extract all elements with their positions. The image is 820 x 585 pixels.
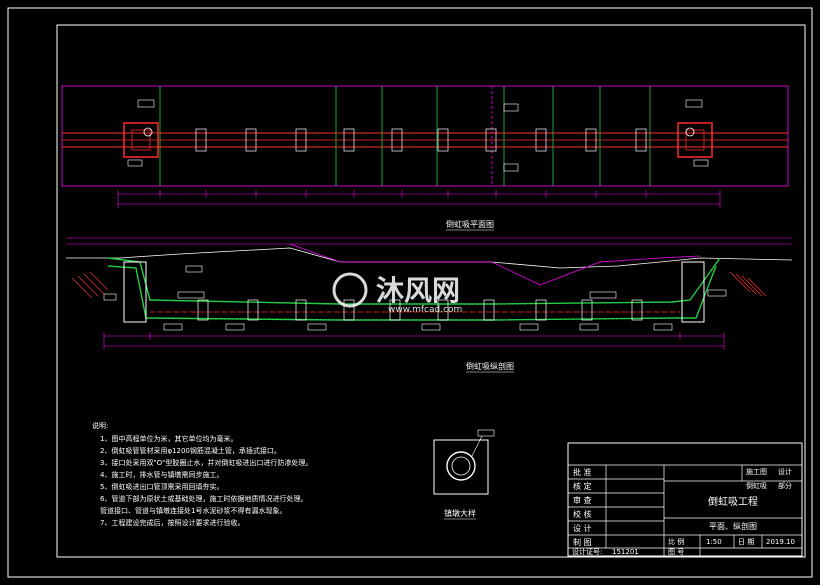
title-block-date: 2019.10 <box>766 538 795 546</box>
profile-bottom-dimensions <box>103 332 725 350</box>
title-block-part-value: 部分 <box>778 481 792 490</box>
plan-outlet-chamber-inner <box>685 129 705 151</box>
title-block-label-approve: 批 准 <box>573 467 592 477</box>
title-block-label-review: 审 查 <box>573 495 592 505</box>
plan-inlet-manhole <box>143 127 153 137</box>
title-block-date-label: 日 期 <box>738 538 754 546</box>
notes-item: 管道接口、管道与镇墩连接处1号水泥砂浆不得有漏水现象。 <box>100 506 286 515</box>
title-block-label-verify: 核 定 <box>573 481 592 491</box>
title-block-scale-label: 比 例 <box>668 537 684 546</box>
title-block-project-name: 倒虹吸工程 <box>708 496 758 508</box>
notes-block: 说明: 1、图中高程单位为米，其它单位均为毫米。 2、倒虹吸管管材采用φ1200… <box>92 421 312 527</box>
title-block-frame <box>567 442 803 557</box>
profile-slope-hatching <box>71 271 767 299</box>
detail-block-outline <box>433 439 489 495</box>
sheet-outer-border <box>7 7 813 578</box>
plan-view: 倒虹吸平面图 <box>61 85 789 231</box>
title-block-sheet-label: 图 号 <box>668 548 684 556</box>
profile-anchor-blocks <box>197 299 643 321</box>
sheet-inner-border <box>56 24 806 558</box>
plan-anchor-blocks <box>195 128 647 152</box>
profile-road-line <box>289 243 701 286</box>
notes-item: 2、倒虹吸管管材采用φ1200钢筋混凝土管，承插式接口。 <box>100 446 281 455</box>
profile-top-dimensions <box>66 237 792 245</box>
notes-item: 1、图中高程单位为米，其它单位均为毫米。 <box>100 434 237 443</box>
title-block-label-design: 设 计 <box>573 523 592 533</box>
title-block-design-no-label: 设计证号: <box>572 547 602 556</box>
profile-pipe-top <box>107 257 721 305</box>
anchor-detail: 镇墩大样 <box>433 429 495 520</box>
plan-outlet-manhole <box>685 127 695 137</box>
detail-pipe-inner <box>451 456 471 476</box>
plan-section-dividers <box>159 86 651 186</box>
title-block: 批 准 核 定 审 查 校 核 设 计 制 图 设计证号: 151201 施工图… <box>567 442 803 557</box>
plan-inlet-chamber <box>123 122 159 158</box>
notes-item: 7、工程建设完成后，按照设计要求进行验收。 <box>100 518 244 527</box>
title-block-drawing-name: 平面、纵剖图 <box>709 521 757 531</box>
plan-inlet-chamber-inner <box>131 129 151 151</box>
notes-item: 5、倒虹吸进出口管顶需采用回填夯实。 <box>100 482 223 491</box>
profile-label-boxes <box>103 265 727 331</box>
title-block-design-no: 151201 <box>612 548 639 556</box>
profile-pipe-bottom <box>107 265 717 321</box>
watermark-main: 沐风网 <box>376 274 460 307</box>
title-block-stage-label: 施工图 <box>746 467 767 476</box>
detail-leader <box>471 435 483 457</box>
title-block-label-check: 校 核 <box>573 509 592 519</box>
notes-heading: 说明: <box>92 421 108 430</box>
title-block-stage-value: 设计 <box>778 467 792 476</box>
title-block-scale: 1:50 <box>706 538 722 546</box>
watermark-logo-icon <box>332 272 368 308</box>
watermark: 沐风网 www.mfcad.com <box>332 272 462 315</box>
profile-outlet-well <box>681 261 705 323</box>
notes-item: 3、接口处采用双"O"型胶圈止水，并对倒虹吸进出口进行防渗处理。 <box>100 458 312 467</box>
title-block-label-draw: 制 图 <box>573 537 592 547</box>
detail-pipe-outer <box>446 451 476 481</box>
notes-item: 6、管道下部为原状土或基础处理，施工时依据地质情况进行处理。 <box>100 494 307 503</box>
profile-ground-line <box>66 247 793 269</box>
title-block-grid <box>568 464 802 556</box>
plan-dimension-chain <box>117 190 721 208</box>
title-block-part-label: 倒虹吸 <box>746 481 767 490</box>
profile-view-title: 倒虹吸纵剖图 <box>466 361 514 371</box>
plan-outline <box>61 85 789 187</box>
plan-outlet-chamber <box>677 122 713 158</box>
detail-title: 镇墩大样 <box>444 508 476 518</box>
notes-item: 4、施工时，排水管与镇墩需同步施工。 <box>100 470 223 479</box>
plan-view-title: 倒虹吸平面图 <box>446 219 494 229</box>
profile-inlet-well <box>123 261 147 323</box>
watermark-sub: www.mfcad.com <box>388 305 462 315</box>
detail-label-box <box>477 429 495 437</box>
profile-view: 倒虹吸纵剖图 <box>66 237 793 373</box>
plan-label-boxes <box>127 99 709 172</box>
